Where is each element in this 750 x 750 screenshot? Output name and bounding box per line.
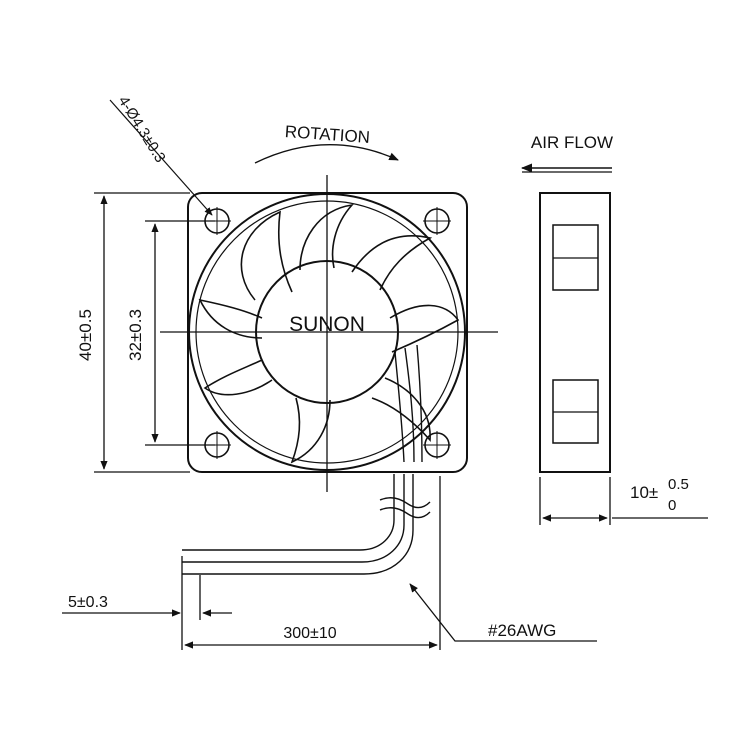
dim-strip: 5±0.3 <box>62 594 232 617</box>
mounting-holes <box>203 207 451 459</box>
dim-lead-length: 300±10 <box>184 625 438 649</box>
dim-thickness-label: 10± <box>630 483 658 502</box>
dim-strip-label: 5±0.3 <box>68 594 108 611</box>
dim-hole-pitch-label: 32±0.3 <box>126 309 145 361</box>
airflow-label: AIR FLOW <box>531 133 613 152</box>
wire-gauge-label: #26AWG <box>488 621 556 640</box>
fan-side-body <box>539 192 611 473</box>
dim-outer: 40±0.5 <box>76 192 190 473</box>
lead-wires <box>182 474 431 575</box>
rotation-arrow <box>254 144 399 164</box>
mount-hole-leader <box>109 99 213 216</box>
wire-channel <box>394 344 423 463</box>
dim-hole-pitch: 32±0.3 <box>126 220 215 446</box>
rotation-label: ROTATION <box>284 122 370 147</box>
dim-thickness-tol-lower: 0 <box>668 497 676 514</box>
front-view: SUNON <box>160 175 498 492</box>
side-view: AIR FLOW 10± 0.5 0 <box>520 133 708 525</box>
fan-blades <box>198 203 460 464</box>
dim-outer-label: 40±0.5 <box>76 309 95 361</box>
mount-hole-callout: 4-Ø4.3±0.3 <box>115 93 169 166</box>
wire-end-extension <box>181 476 441 650</box>
dim-thickness-tol-upper: 0.5 <box>668 476 689 493</box>
wire-gauge-callout: #26AWG <box>409 583 597 642</box>
dim-lead-length-label: 300±10 <box>283 625 336 642</box>
